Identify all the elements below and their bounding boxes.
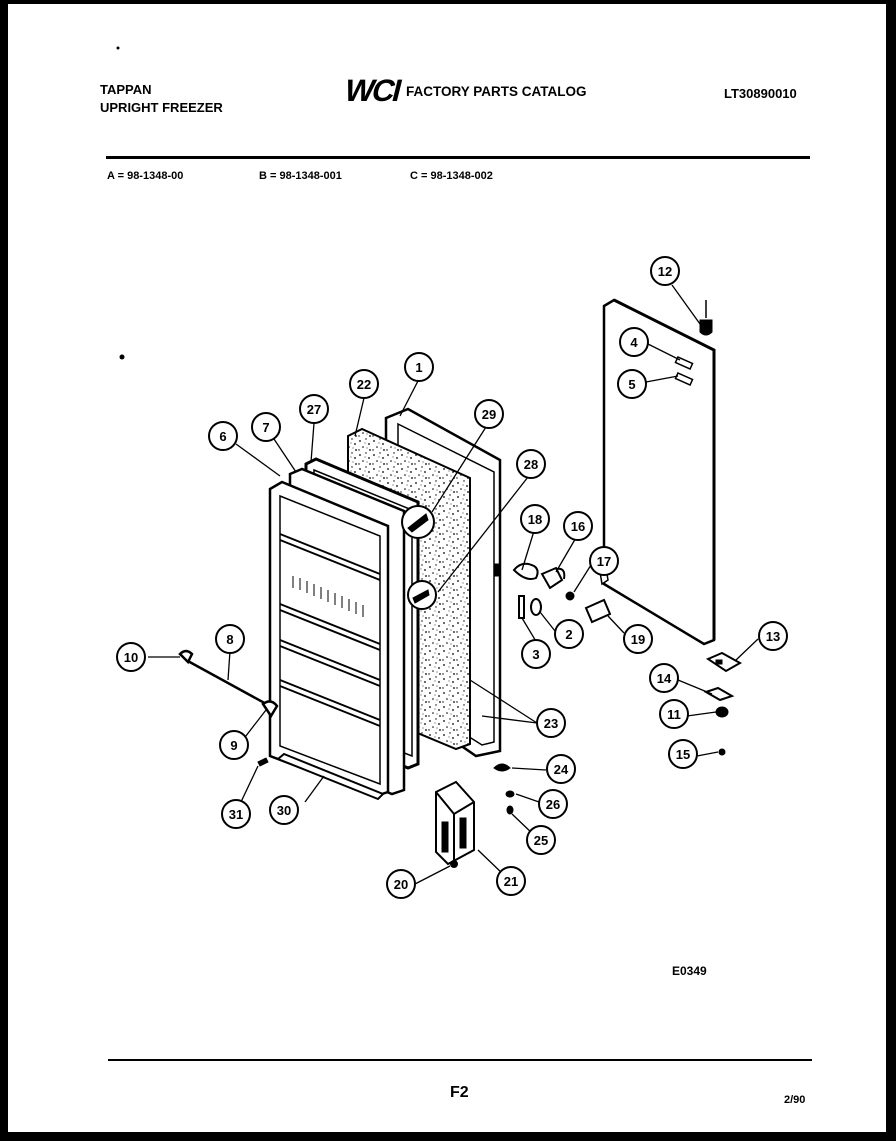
screw-31: [257, 757, 269, 767]
brand-name: TAPPAN: [100, 82, 152, 97]
callout-20: 20: [394, 877, 408, 892]
callout-3: 3: [532, 647, 539, 662]
washer-26: [505, 790, 515, 798]
door-badge-lower-mark: [412, 589, 430, 604]
callout-26: 26: [546, 797, 560, 812]
cabinet-panel-face: [602, 298, 716, 646]
door-assembly: [268, 407, 502, 801]
bushing-11: [715, 706, 729, 718]
callout-30: 30: [277, 803, 291, 818]
callout-28: 28: [524, 457, 538, 472]
door-bottom-strip: [276, 752, 385, 801]
hardware-parts: [435, 300, 743, 868]
callout-11: 11: [667, 707, 681, 722]
screw-15: [718, 748, 726, 756]
callout-labels: 1 22 27 7 6 29 28 18 16 17 19 2 3 12 4 5…: [124, 264, 780, 892]
handle-end-cap-10: [178, 649, 194, 665]
latch-hook-18: [512, 562, 539, 580]
callout-17: 17: [597, 554, 611, 569]
hinge-plate-14: [703, 686, 735, 702]
wci-logo: WCI: [338, 72, 408, 107]
latch-body-16: [540, 566, 564, 590]
callout-24: 24: [554, 762, 569, 777]
cabinet-panel: [599, 298, 716, 646]
callout-4: 4: [630, 335, 638, 350]
callout-27: 27: [307, 402, 321, 417]
callout-7: 7: [262, 420, 269, 435]
callout-2: 2: [565, 627, 572, 642]
door-shelf-hatch: [292, 576, 364, 617]
product-name: UPRIGHT FREEZER: [100, 100, 223, 115]
catalog-title: FACTORY PARTS CATALOG: [406, 84, 587, 99]
model-number: LT30890010: [724, 86, 797, 101]
strike-19: [584, 598, 612, 624]
door-handle-rod: [185, 658, 271, 708]
callout-19: 19: [631, 632, 645, 647]
footer-rule: [108, 1059, 812, 1061]
screw-2: [530, 598, 542, 616]
door-handle-parts: [178, 649, 279, 767]
callout-15: 15: [676, 747, 690, 762]
callout-16: 16: [571, 519, 585, 534]
handle-end-cap-9: [261, 700, 279, 719]
footer-date: 2/90: [784, 1094, 806, 1106]
parts-catalog-page: TAPPAN UPRIGHT FREEZER WCI FACTORY PARTS…: [8, 4, 886, 1132]
callout-8: 8: [226, 632, 233, 647]
callout-10: 10: [124, 650, 138, 665]
exploded-parts-diagram: 1 22 27 7 6 29 28 18 16 17 19 2 3 12 4 5…: [116, 46, 788, 899]
page-label: F2: [450, 1084, 469, 1101]
callout-12: 12: [658, 264, 672, 279]
callout-circles: [116, 256, 788, 899]
callout-13: 13: [766, 629, 780, 644]
drawing-code: E0349: [672, 964, 707, 978]
callout-5: 5: [628, 377, 635, 392]
hinge-bracket-13: [705, 651, 743, 673]
callout-23: 23: [544, 716, 558, 731]
callout-6: 6: [219, 429, 226, 444]
header-rule: [106, 156, 810, 159]
callout-29: 29: [482, 407, 496, 422]
callout-22: 22: [357, 377, 371, 392]
callout-25: 25: [534, 833, 548, 848]
logo-wordmark: WCI: [341, 73, 404, 106]
callout-14: 14: [657, 671, 672, 686]
cam-24: [493, 763, 511, 772]
door-frame-slot: [493, 563, 500, 577]
callout-31: 31: [229, 807, 243, 822]
stray-dot: [116, 46, 120, 50]
washer-17: [565, 591, 575, 601]
variant-c: C = 98-1348-002: [410, 170, 493, 182]
screw-20: [450, 860, 458, 868]
screw-25: [506, 805, 514, 815]
stray-dot: [119, 354, 125, 360]
variant-b: B = 98-1348-001: [259, 170, 342, 182]
variant-a: A = 98-1348-00: [107, 170, 184, 182]
callout-21: 21: [504, 874, 518, 889]
callout-9: 9: [230, 738, 237, 753]
door-badge-upper-mark: [407, 513, 429, 533]
callout-18: 18: [528, 512, 542, 527]
leader-lines: [148, 284, 759, 885]
door-shelves: [279, 533, 381, 727]
callout-1: 1: [415, 360, 422, 375]
clip-3: [518, 595, 525, 619]
hinge-cap-12: [699, 319, 713, 336]
door-inner-liner-face: [279, 494, 381, 786]
